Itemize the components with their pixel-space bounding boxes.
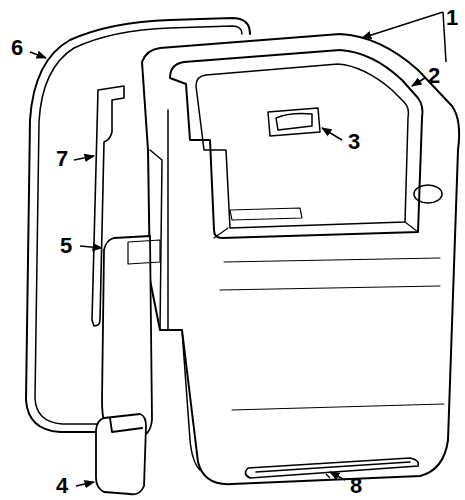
door-shell [142, 34, 459, 484]
callout-number: 3 [348, 131, 360, 153]
callout-number: 1 [446, 7, 458, 29]
leader-lines [30, 12, 446, 486]
callout-number: 5 [60, 235, 72, 257]
hinge-cover [96, 414, 146, 494]
inner-handle [268, 108, 320, 136]
callout-number: 4 [56, 475, 68, 497]
callout-number: 6 [11, 37, 23, 59]
window-frame [170, 50, 423, 238]
callout-number: 7 [56, 148, 68, 170]
body-side-molding [245, 458, 418, 478]
watershield [102, 236, 152, 436]
callout-number: 8 [350, 475, 362, 497]
callout-number: 2 [428, 65, 440, 87]
